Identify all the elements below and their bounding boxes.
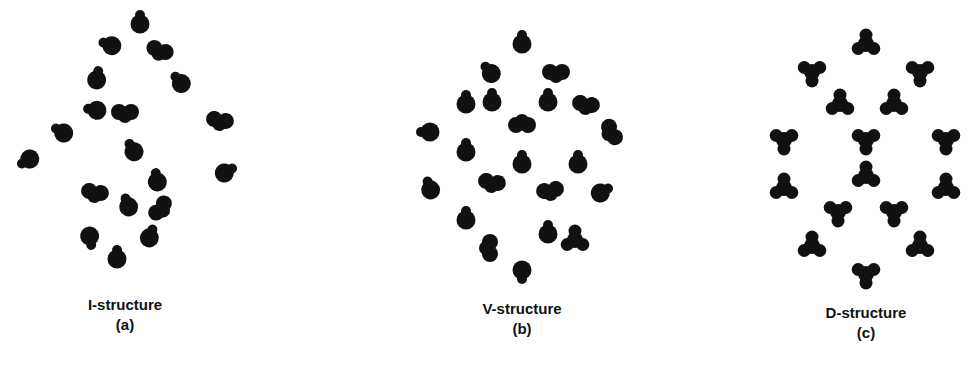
molecule [508,114,536,133]
v-structure-molecules [416,30,626,284]
molecule [569,150,588,174]
molecule [95,32,124,58]
molecule [416,123,440,142]
molecule [852,129,881,156]
molecule [824,201,853,228]
molecule [561,225,590,252]
molecule [204,110,235,134]
molecule [513,261,532,285]
d-structure-molecules [770,29,961,290]
structure-name: D-structure [826,304,907,322]
molecule [115,190,141,219]
molecule [145,192,178,226]
molecule [165,67,195,97]
molecule [111,104,139,123]
molecule [570,94,601,118]
molecule [108,245,127,269]
panel-letter: (c) [857,324,875,342]
molecule [906,231,935,258]
molecule [457,138,476,162]
molecule [79,225,102,251]
molecule [137,221,163,250]
molecule [542,64,570,83]
molecule [587,178,617,206]
molecule [211,158,241,186]
molecule [13,146,43,174]
molecule [417,173,443,202]
molecule [770,129,799,156]
molecule [143,38,176,65]
molecule [595,116,625,150]
molecule [906,61,935,88]
molecule [475,57,505,87]
molecule [852,29,881,56]
i-structure-molecules [13,10,241,269]
molecule [79,182,110,206]
structure-name: I-structure [88,296,162,314]
molecule [513,150,532,174]
structure-name: V-structure [482,300,561,318]
molecule [880,201,909,228]
molecule [852,161,881,188]
molecule [932,129,961,156]
molecule [539,88,558,112]
molecule [932,173,961,200]
molecule [457,90,476,114]
molecule [131,10,150,34]
molecule [457,206,476,230]
molecule [479,234,498,262]
molecule [483,88,502,112]
molecule [826,89,855,116]
molecule [82,99,108,122]
molecule [119,135,147,165]
molecule [47,118,77,146]
molecule [852,263,881,290]
molecule [476,172,507,196]
molecule [539,220,558,244]
molecule [880,89,909,116]
panel-letter: (a) [116,316,134,334]
molecule [798,231,827,258]
panel-letter: (b) [512,320,531,338]
molecule [146,167,169,193]
molecule [86,65,109,91]
molecule [798,61,827,88]
molecule [513,30,532,54]
molecule [535,180,566,204]
molecule [770,173,799,200]
